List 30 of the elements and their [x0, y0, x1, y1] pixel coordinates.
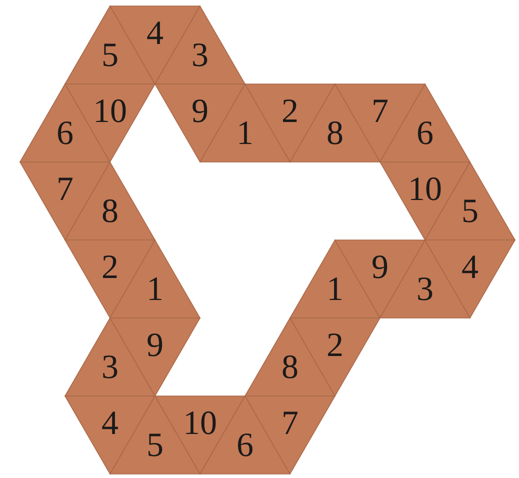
tile-number: 9 [192, 95, 208, 130]
tile-number: 9 [146, 329, 164, 364]
tile-number: 10 [408, 173, 442, 208]
tile-number: 4 [146, 17, 164, 52]
tile-number: 2 [102, 251, 118, 286]
tile-number: 7 [282, 407, 298, 442]
tile-number: 1 [146, 272, 164, 307]
tile-number: 5 [146, 428, 164, 463]
tile-number: 8 [102, 194, 118, 229]
tile-number: 2 [326, 329, 344, 364]
tile-number: 1 [326, 272, 344, 307]
tile-number: 7 [56, 173, 74, 208]
tile-number: 8 [282, 350, 298, 385]
tile-number: 6 [56, 116, 74, 151]
tile-number: 10 [183, 407, 217, 442]
tile-number: 1 [236, 116, 254, 151]
tile-number: 7 [372, 95, 388, 130]
tile-number: 9 [372, 251, 388, 286]
tile-number: 5 [102, 38, 118, 73]
tile-number: 3 [192, 38, 208, 73]
tile-number: 5 [462, 194, 478, 229]
tile-number: 4 [102, 407, 118, 442]
tile-number: 6 [416, 116, 434, 151]
tile-number: 3 [102, 350, 118, 385]
tile-number: 10 [93, 95, 127, 130]
tile-number: 3 [416, 272, 434, 307]
tile-number: 4 [462, 251, 478, 286]
tile-number: 2 [282, 95, 298, 130]
tile-number: 6 [236, 428, 254, 463]
tile-number: 8 [326, 116, 344, 151]
